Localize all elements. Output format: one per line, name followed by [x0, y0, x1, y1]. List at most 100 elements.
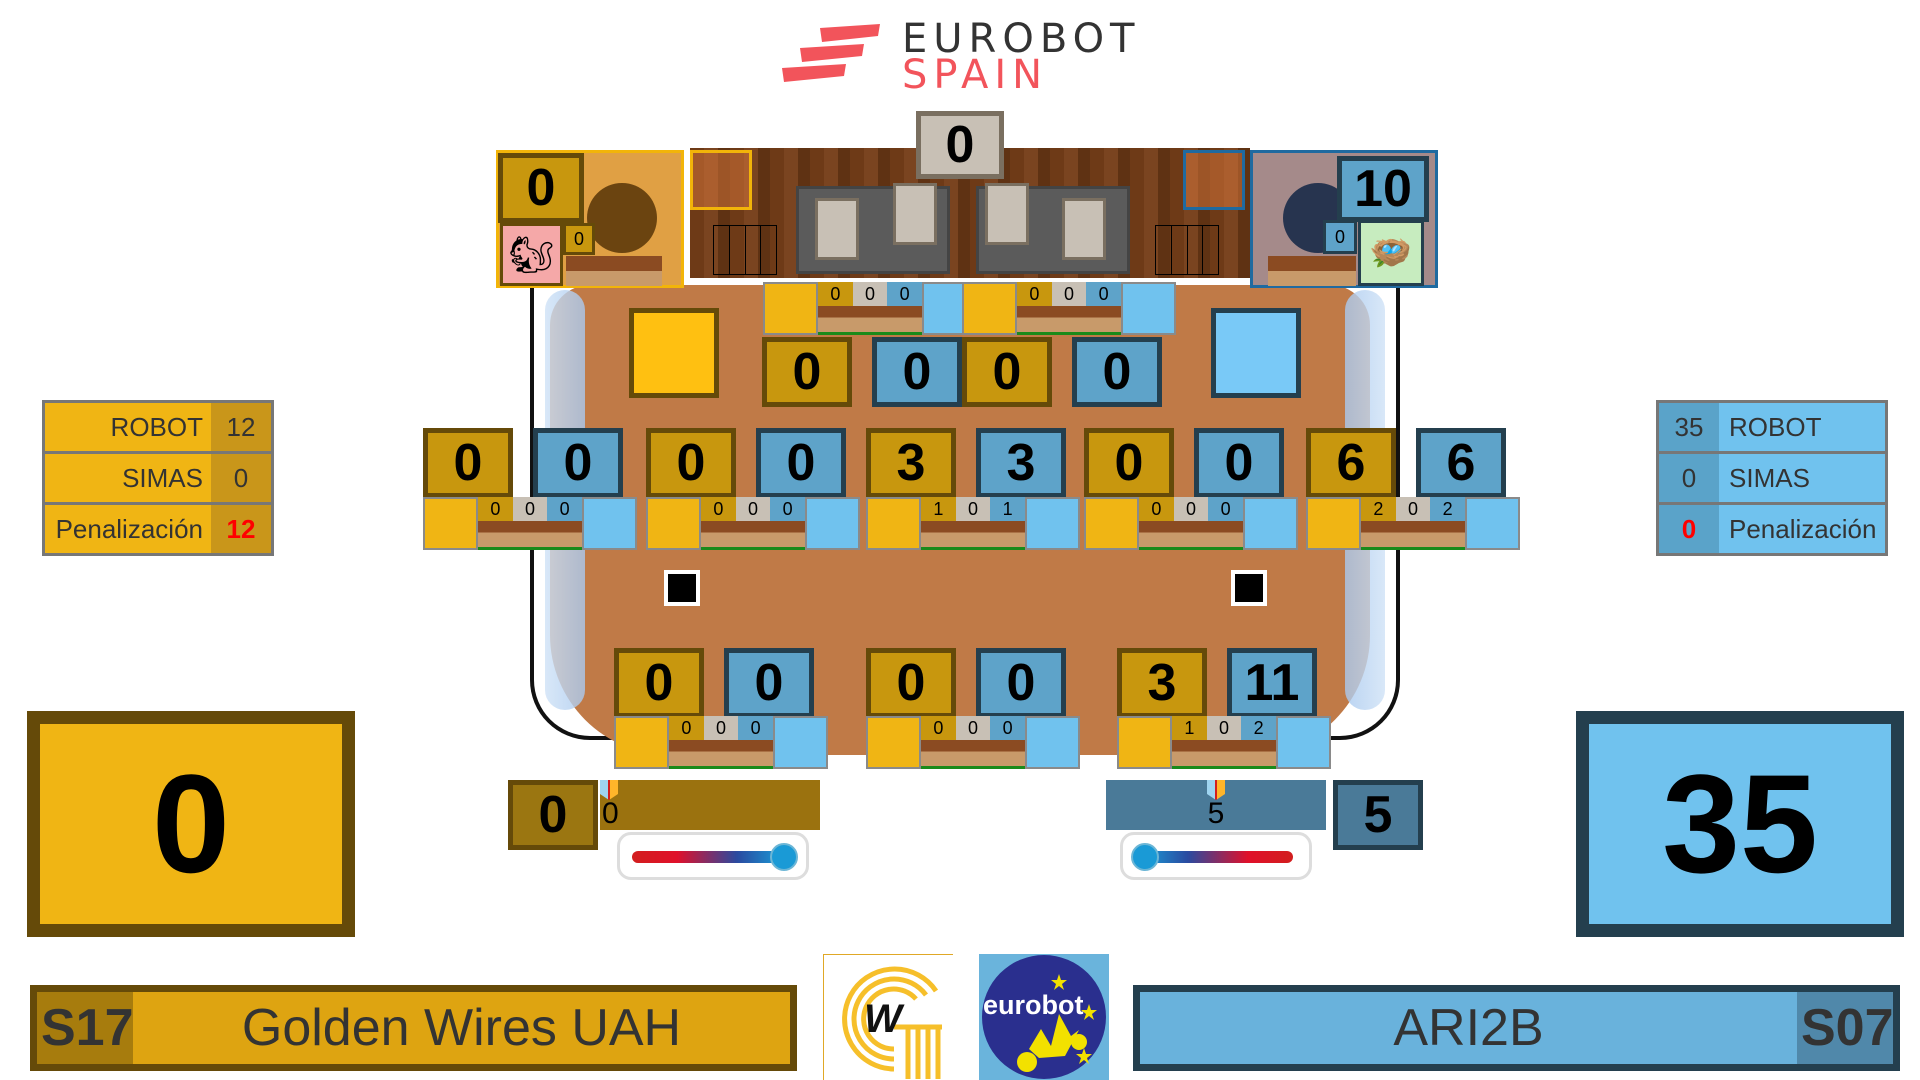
pantry-blue-score: 0: [756, 428, 846, 498]
yellow-team-name: Golden Wires UAH: [241, 999, 682, 1057]
pantry-count-neutral: 0: [1206, 716, 1242, 740]
stat-value: 35: [1659, 403, 1719, 451]
yellow-grid-slot: [713, 225, 777, 275]
blue-slot: [1025, 497, 1080, 550]
pantry-yellow-score: 0: [646, 428, 736, 498]
pantry-yellow-score: 3: [1117, 648, 1207, 718]
nest-hole: [587, 183, 657, 253]
acorn-crate-icon: [818, 306, 922, 335]
pantry-blue-score: 0: [533, 428, 623, 498]
blue-drop-zone: [1211, 308, 1301, 398]
pantry-count-yellow: 0: [701, 497, 736, 521]
acorn-crate-icon: [1172, 740, 1276, 769]
bin-card: [815, 198, 859, 260]
pantry-count-neutral: 0: [1173, 497, 1209, 521]
stat-value: 0: [1659, 505, 1719, 553]
pantry-count-blue: 0: [1086, 282, 1122, 306]
pantry-blue-score: 0: [1194, 428, 1284, 498]
stat-label: SIMAS: [45, 454, 211, 502]
blue-thermometer-value: 5: [1207, 797, 1225, 830]
acorn-crate-icon: [478, 521, 582, 550]
pantry-count-neutral: 0: [703, 716, 739, 740]
yellow-thermometer-score: 0: [508, 780, 598, 850]
snow-sun-thermometer-icon: [600, 780, 618, 800]
blue-team-name: ARI2B: [1393, 999, 1544, 1057]
yellow-zone-marker: [690, 150, 752, 210]
blue-thermometer-icon: [1120, 832, 1312, 880]
yellow-thermometer-icon: [617, 832, 809, 880]
blue-slot: [1121, 282, 1176, 335]
yellow-thermometer-value: 0: [602, 797, 619, 830]
bin-card: [893, 183, 937, 245]
team-logo-letter: W: [864, 997, 902, 1041]
blue-thermometer-bar: 5: [1106, 780, 1326, 830]
logo-text-eurobot: EUROBOT: [902, 16, 1141, 62]
blue-stat-penalty: 0 Penalización: [1659, 505, 1885, 553]
top-pantry-2-blue-score: 0: [1072, 337, 1162, 407]
yellow-stat-robot: ROBOT 12: [45, 403, 271, 451]
pantry-count-yellow: 0: [1017, 282, 1052, 306]
pantry-count-neutral: 0: [1051, 282, 1087, 306]
eurobot-logo-text: eurobot: [983, 990, 1084, 1020]
pantry-yellow-score: 3: [866, 428, 956, 498]
blue-slot: [1465, 497, 1520, 550]
golden-wires-logo: W: [823, 954, 953, 1080]
aruco-marker-left: [664, 570, 700, 606]
pantry-count-yellow: 0: [921, 716, 956, 740]
pantry-count-yellow: 0: [818, 282, 853, 306]
yellow-slot: [962, 282, 1017, 335]
top-pantry-1-blue-score: 0: [872, 337, 962, 407]
acorn-crate-icon: [921, 521, 1025, 550]
pantry-count-neutral: 0: [735, 497, 771, 521]
stat-value: 12: [211, 403, 271, 451]
blue-team-code: S07: [1797, 992, 1894, 1064]
pantry-count-yellow: 2: [1361, 497, 1396, 521]
acorn-crate-icon: [1361, 521, 1465, 550]
blue-zone-marker: [1183, 150, 1245, 210]
blue-team-bar: ARI2B S07: [1133, 985, 1900, 1071]
pantry-yellow-score: 0: [614, 648, 704, 718]
logo-stripes-icon: [782, 24, 880, 82]
pantry-count-blue: 2: [1241, 716, 1277, 740]
eurobot-spain-logo: EUROBOT SPAIN: [780, 14, 1160, 98]
top-pantry-2-yellow-score: 0: [962, 337, 1052, 407]
blue-stat-robot: 35 ROBOT: [1659, 403, 1885, 451]
bin-card: [1062, 198, 1106, 260]
yellow-slot: [614, 716, 669, 769]
yellow-drop-zone: [629, 308, 719, 398]
acorn-crate-icon: [701, 521, 805, 550]
yellow-slot: [866, 716, 921, 769]
yellow-nest-count: 0: [563, 223, 595, 255]
pantry-count-yellow: 0: [1139, 497, 1174, 521]
pantry-blue-score: 0: [724, 648, 814, 718]
yellow-team-bar: S17 Golden Wires UAH: [30, 985, 797, 1071]
pantry-count-neutral: 0: [955, 716, 991, 740]
pantry-count-blue: 0: [547, 497, 583, 521]
stat-value: 12: [211, 505, 271, 553]
blue-nest-score: 10: [1337, 156, 1429, 222]
pantry-count-blue: 0: [738, 716, 774, 740]
yellow-slot: [1117, 716, 1172, 769]
yellow-stat-penalty: Penalización 12: [45, 505, 271, 553]
acorn-crate-icon: [669, 740, 773, 769]
eurobot-logo-icon: [982, 955, 1106, 1079]
pantry-count-blue: 0: [887, 282, 923, 306]
eurobot-logo: eurobot: [979, 954, 1109, 1080]
acorn-crate-icon: [1139, 521, 1243, 550]
stat-label: Penalización: [45, 505, 211, 553]
snow-sun-thermometer-icon: [1207, 780, 1225, 800]
pantry-count-blue: 0: [990, 716, 1026, 740]
yellow-slot: [763, 282, 818, 335]
stat-label: ROBOT: [1719, 403, 1885, 451]
pantry-yellow-score: 0: [866, 648, 956, 718]
yellow-slot: [1084, 497, 1139, 550]
pantry-blue-score: 0: [976, 648, 1066, 718]
logo-text-spain: SPAIN: [902, 52, 1049, 98]
pantry-count-neutral: 0: [512, 497, 548, 521]
stat-value: 0: [1659, 454, 1719, 502]
